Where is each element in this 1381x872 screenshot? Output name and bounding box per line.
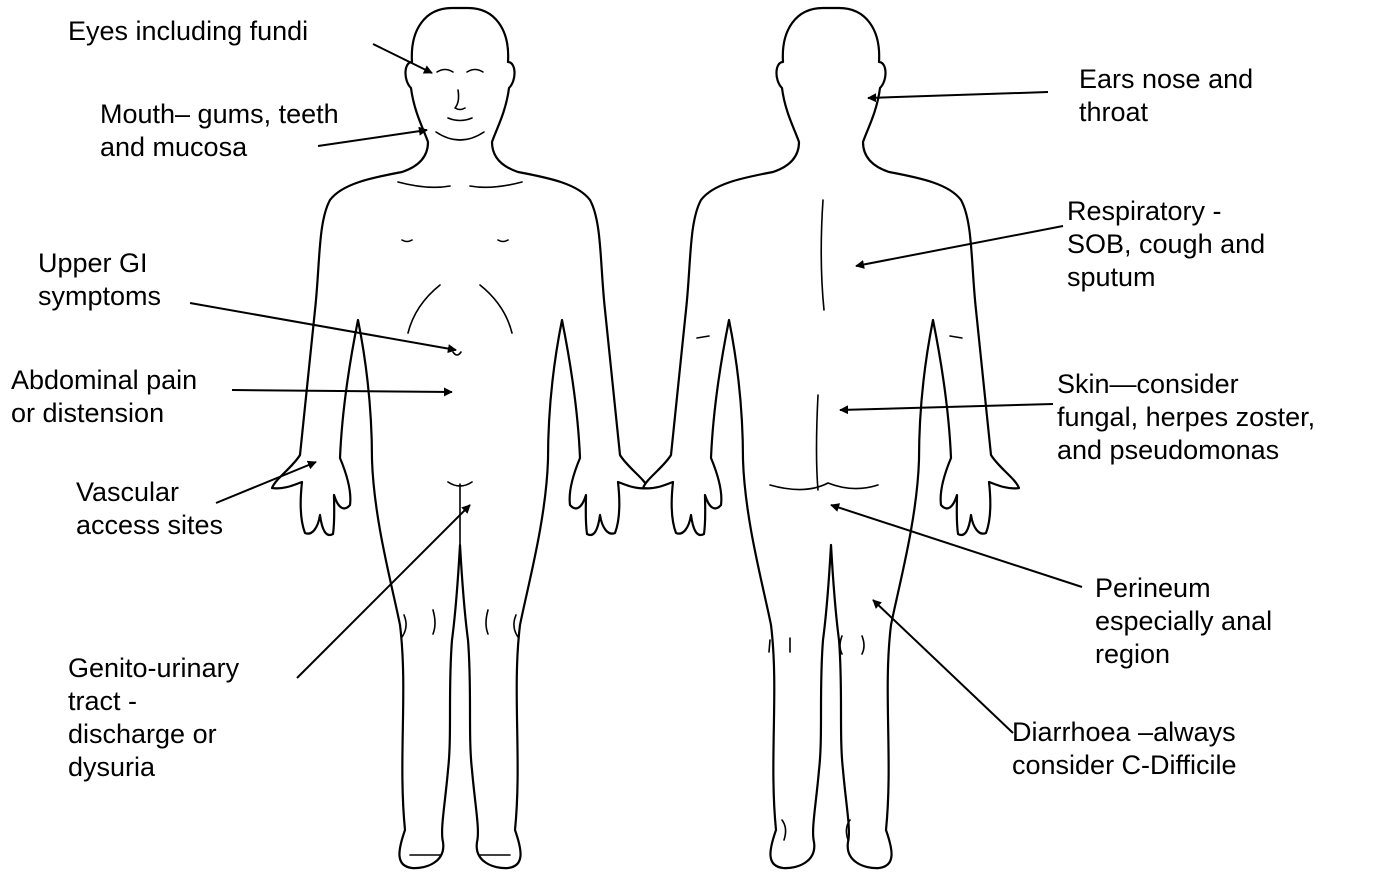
perineum-label: Perineum especially anal region: [1095, 572, 1272, 671]
ent-label: Ears nose and throat: [1079, 63, 1253, 129]
genito-label: Genito-urinary tract - discharge or dysu…: [68, 652, 239, 784]
respiratory-label: Respiratory - SOB, cough and sputum: [1067, 195, 1265, 294]
mouth-label: Mouth– gums, teeth and mucosa: [100, 98, 339, 164]
abdominal-label: Abdominal pain or distension: [11, 364, 197, 430]
ent-arrow: [868, 92, 1048, 98]
back-body-figure: [643, 8, 1019, 868]
vascular-label: Vascular access sites: [76, 476, 223, 542]
upper-gi-label: Upper GI symptoms: [38, 247, 161, 313]
back-body-outline: [643, 8, 1019, 868]
eyes-label: Eyes including fundi: [68, 15, 308, 48]
diarrhoea-arrow: [873, 600, 1013, 733]
skin-label: Skin—consider fungal, herpes zoster, and…: [1057, 368, 1315, 467]
diarrhoea-label: Diarrhoea –always consider C-Difficile: [1012, 716, 1237, 782]
